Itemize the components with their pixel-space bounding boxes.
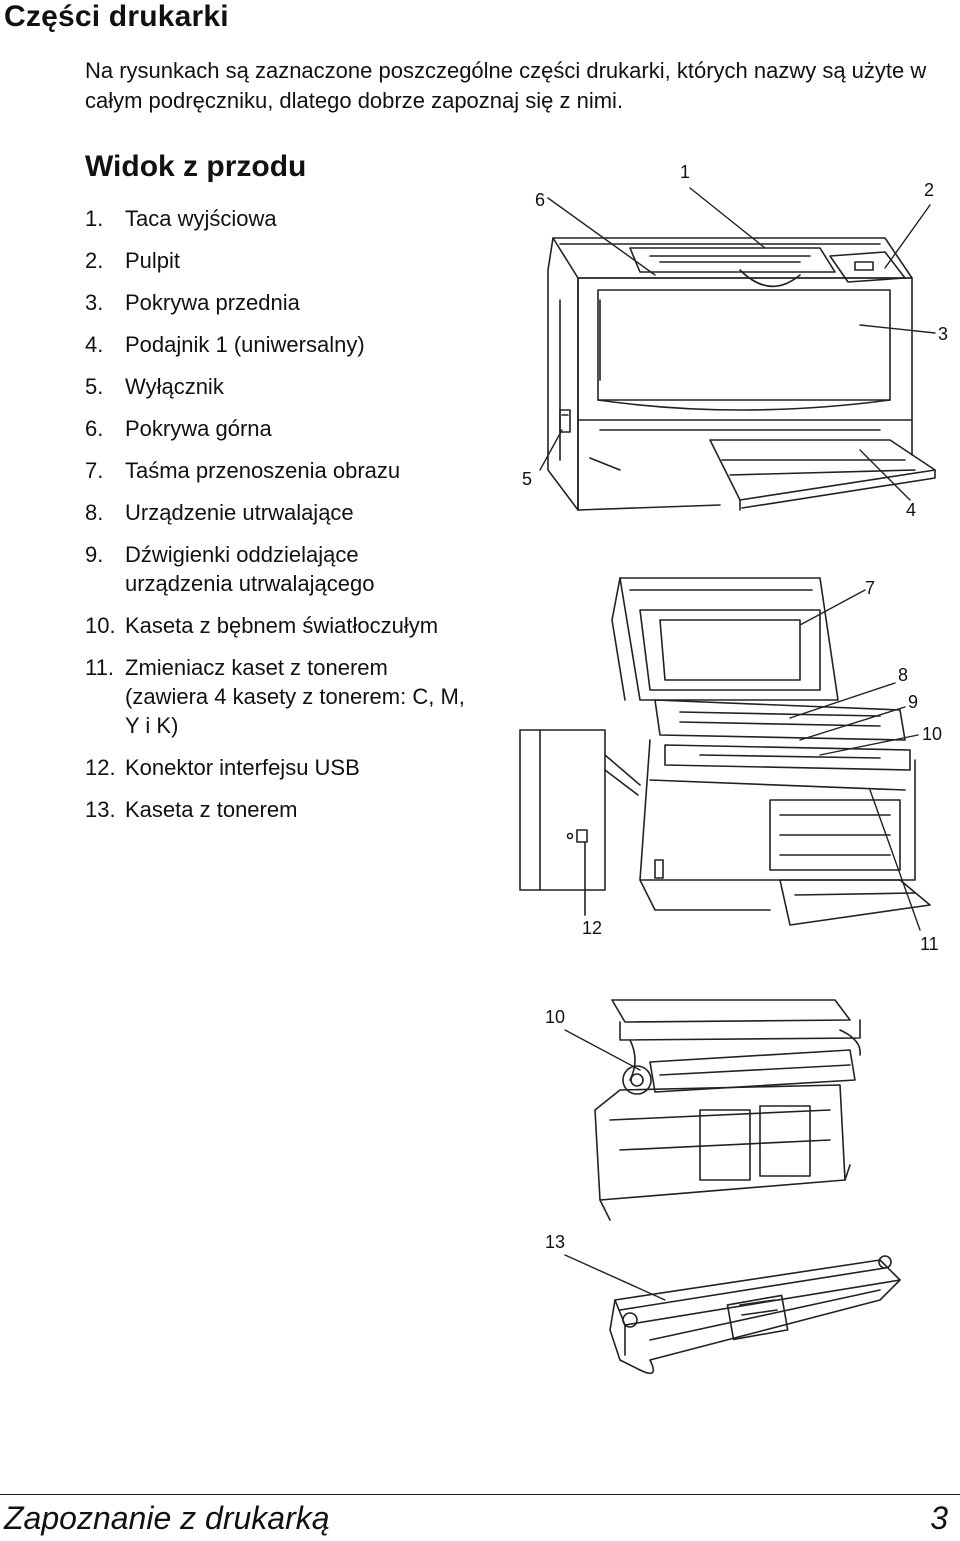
list-item: 5.Wyłącznik [85, 374, 224, 399]
drum-cartridge-drawing [594, 999, 861, 1221]
list-item: 6.Pokrywa górna [85, 416, 272, 441]
list-item: 1.Taca wyjściowa [85, 206, 277, 231]
list-item: 7.Taśma przenoszenia obrazu [85, 458, 401, 483]
footer-chapter: Zapoznanie z drukarką [4, 1500, 330, 1536]
callout-1: 1 [680, 162, 691, 182]
callout-6: 6 [535, 190, 546, 210]
printer-front-drawing [547, 237, 936, 511]
section-title: Widok z przodu [85, 150, 307, 183]
open-leader-lines [789, 589, 921, 931]
callout-2: 2 [924, 180, 935, 200]
front-leader-lines [539, 187, 936, 501]
usb-detail-inset [519, 729, 641, 916]
callout-9: 9 [908, 692, 919, 712]
callout-12: 12 [582, 918, 603, 938]
callout-5: 5 [522, 469, 533, 489]
list-item: 3.Pokrywa przednia [85, 290, 300, 315]
toner-cartridge-drawing [609, 1255, 901, 1375]
list-item: 8.Urządzenie utrwalające [85, 500, 354, 525]
callout-10-drum: 10 [545, 1007, 566, 1027]
callout-11: 11 [920, 934, 939, 954]
callout-8: 8 [898, 665, 909, 685]
callout-3: 3 [938, 324, 949, 344]
callout-4: 4 [906, 500, 917, 520]
callout-13: 13 [545, 1232, 566, 1252]
list-item: 12.Konektor interfejsu USB [85, 755, 360, 780]
list-item: 9.Dźwigienki oddzielające urządzenia utr… [85, 542, 375, 596]
list-item: 10.Kaseta z bębnem światłoczułym [85, 613, 439, 638]
list-item: 4.Podajnik 1 (uniwersalny) [85, 332, 365, 357]
printer-open-drawing [611, 577, 931, 926]
page-number: 3 [930, 1500, 948, 1536]
list-item: 11.Zmieniacz kaset z tonerem (zawiera 4 … [85, 655, 465, 738]
callout-10: 10 [922, 724, 943, 744]
footer-divider [0, 1494, 960, 1495]
list-item: 13.Kaseta z tonerem [85, 797, 298, 822]
parts-list: 1.Taca wyjściowa 2.Pulpit 3.Pokrywa prze… [85, 204, 505, 837]
callout-7: 7 [865, 578, 876, 598]
intro-paragraph: Na rysunkach są zaznaczone poszczególne … [85, 58, 927, 113]
page-title: Części drukarki [4, 0, 229, 33]
list-item: 2.Pulpit [85, 248, 181, 273]
